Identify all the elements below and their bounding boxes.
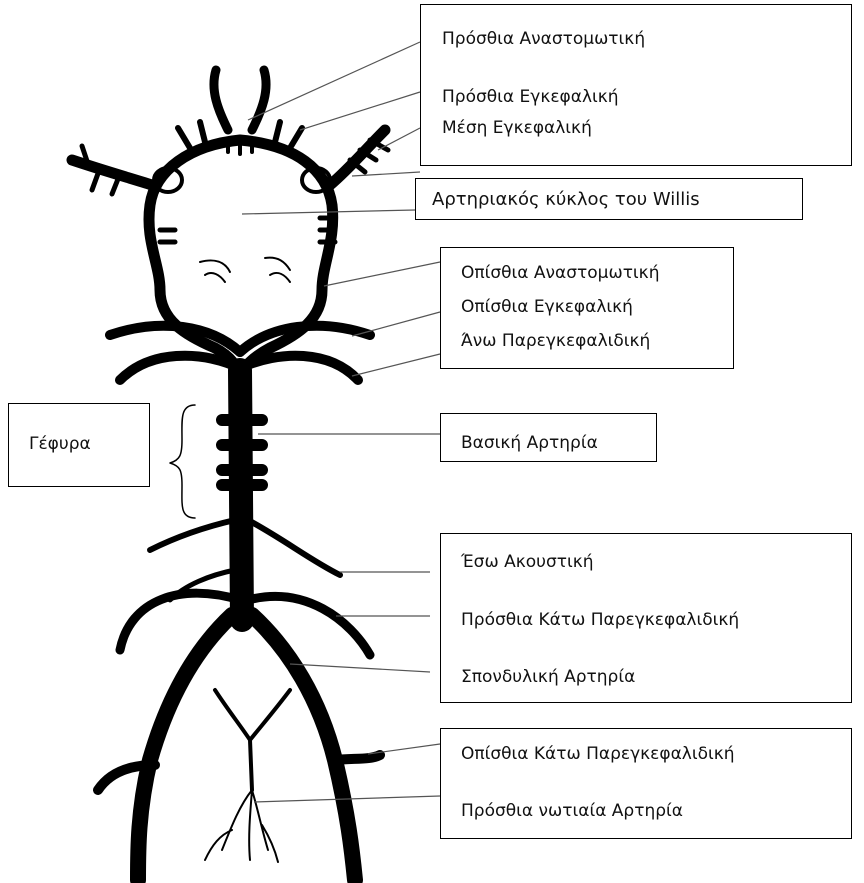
label-circle-of-willis: Αρτηριακός κύκλος του Willis <box>432 191 700 209</box>
label-anterior-spinal: Πρόσθια νωτιαία Αρτηρία <box>461 803 683 820</box>
leader-superior-cerebellar <box>352 354 440 376</box>
label-internal-auditory: Έσω Ακουστική <box>461 554 594 571</box>
superior-cerebellar-right <box>240 356 358 380</box>
label-pons: Γέφυρα <box>29 436 91 453</box>
anterior-spinal-rootlets <box>205 790 278 862</box>
thalamic-twigs-right <box>265 258 290 282</box>
anterior-cerebral-branch-right <box>252 70 266 130</box>
middle-cerebral-right <box>330 130 385 185</box>
internal-auditory-right <box>248 520 340 575</box>
label-box-willis: Αρτηριακός κύκλος του Willis <box>415 178 803 220</box>
label-posterior-communicating: Οπίσθια Αναστομωτική <box>461 265 659 282</box>
vertebral-artery-right <box>252 615 355 880</box>
internal-auditory-left <box>150 520 235 550</box>
label-box-bottom: Οπίσθια Κάτω Παρεγκεφαλιδική Πρόσθια νωτ… <box>440 728 852 839</box>
superior-cerebellar-left <box>120 356 240 380</box>
pcom-nubs-left <box>160 230 175 242</box>
leader-vertebral <box>290 664 430 672</box>
label-box-pons: Γέφυρα <box>8 403 150 487</box>
leader-anterior-communicating <box>248 42 420 120</box>
thalamic-twigs-left <box>200 260 230 282</box>
pons-brace <box>170 405 195 518</box>
label-basilar: Βασική Αρτηρία <box>461 435 598 452</box>
basilar-artery <box>240 370 242 620</box>
label-middle-cerebral: Μέση Εγκεφαλική <box>442 120 592 137</box>
label-anterior-communicating: Πρόσθια Αναστομωτική <box>442 31 645 48</box>
label-box-top: Πρόσθια Αναστομωτική Πρόσθια Εγκεφαλική … <box>420 4 852 166</box>
leader-anterior-cerebral <box>300 92 420 130</box>
label-anterior-cerebral: Πρόσθια Εγκεφαλική <box>442 89 619 106</box>
posterior-inferior-cerebellar-right <box>335 755 380 760</box>
leader-posterior-inferior-cerebellar <box>368 744 440 754</box>
label-superior-cerebellar: Άνω Παρεγκεφαλιδική <box>461 333 650 350</box>
label-vertebral: Σπονδυλική Αρτηρία <box>461 669 635 686</box>
anterior-spinal-branches <box>215 690 290 790</box>
label-box-basilar: Βασική Αρτηρία <box>440 413 657 462</box>
label-box-posterior: Οπίσθια Αναστομωτική Οπίσθια Εγκεφαλική … <box>440 247 734 369</box>
label-box-lower: Έσω Ακουστική Πρόσθια Κάτω Παρεγκεφαλιδι… <box>440 533 852 703</box>
label-anterior-inferior-cerebellar: Πρόσθια Κάτω Παρεγκεφαλιδική <box>461 612 739 629</box>
label-posterior-inferior-cerebellar: Οπίσθια Κάτω Παρεγκεφαλιδική <box>461 746 735 763</box>
middle-cerebral-left <box>72 160 152 185</box>
circle-of-willis-ring <box>149 140 333 380</box>
leader-posterior-cerebral <box>352 312 440 336</box>
label-posterior-cerebral: Οπίσθια Εγκεφαλική <box>461 299 633 316</box>
anterior-cerebral-branch-left <box>214 70 228 130</box>
leader-posterior-communicating <box>324 262 440 286</box>
